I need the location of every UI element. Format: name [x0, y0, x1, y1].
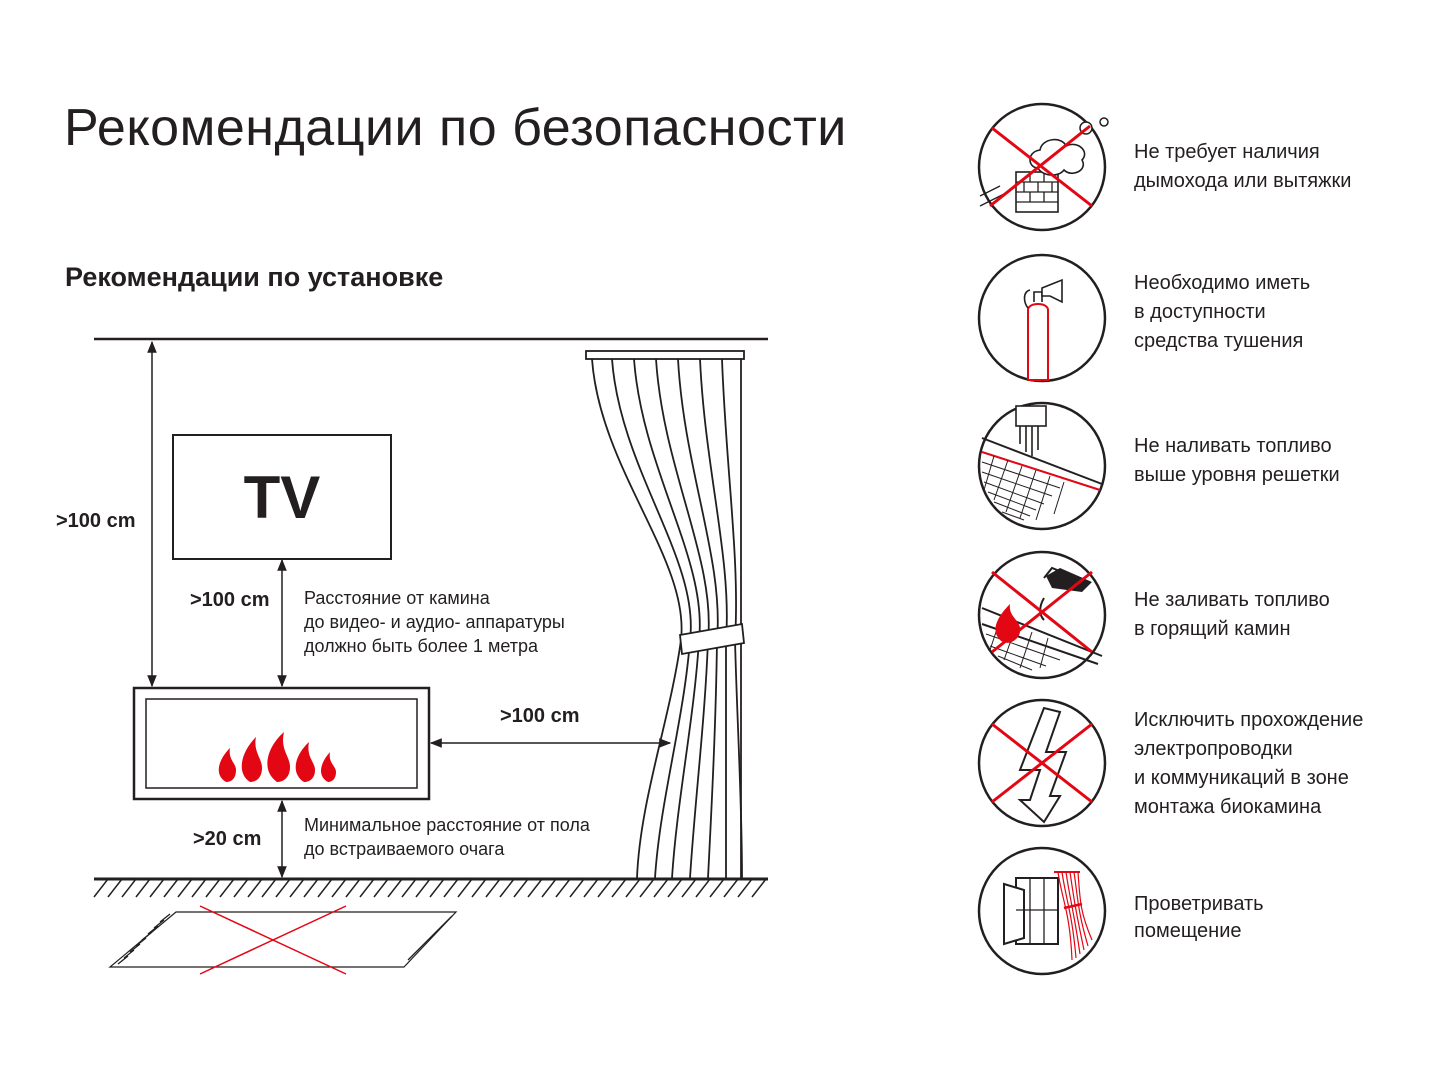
fire-extinguisher-icon: [977, 253, 1107, 383]
tv-distance-label: >100 cm: [190, 589, 270, 611]
rule-line: дымохода или вытяжки: [1134, 170, 1352, 192]
note-line: должно быть более 1 метра: [304, 636, 538, 656]
flame-icon: [218, 732, 336, 782]
rule-extinguisher-text: Необходимо иметь в доступности средства …: [1134, 269, 1310, 356]
tv-box: TV: [172, 434, 392, 560]
no-electric-wiring-icon: [977, 698, 1107, 828]
tv-distance-note: Расстояние от камина до видео- и аудио- …: [304, 586, 565, 658]
rule-line: Необходимо иметь: [1134, 272, 1311, 294]
rule-line: выше уровня решетки: [1134, 464, 1340, 486]
floor-distance-label: >20 cm: [193, 828, 262, 850]
fuel-level-icon: [977, 401, 1107, 531]
rule-line: Не требует наличия: [1134, 141, 1320, 163]
section-subtitle: Рекомендации по установке: [65, 262, 444, 292]
note-line: Минимальное расстояние от пола: [304, 815, 590, 835]
ceiling-distance-label: >100 cm: [56, 510, 136, 532]
rule-line: средства тушения: [1134, 330, 1304, 352]
rule-fuel-level-text: Не наливать топливо выше уровня решетки: [1134, 432, 1340, 490]
rule-no-chimney-text: Не требует наличия дымохода или вытяжки: [1134, 138, 1351, 196]
rule-line: монтажа биокамина: [1134, 796, 1322, 818]
rule-line: помещение: [1134, 920, 1242, 942]
ventilate-room-icon: [977, 846, 1107, 976]
note-line: до видео- и аудио- аппаратуры: [304, 612, 565, 632]
floor: [93, 877, 768, 898]
rule-line: электропроводки: [1134, 738, 1293, 760]
rule-line: Не наливать топливо: [1134, 435, 1332, 457]
tv-label: TV: [243, 463, 321, 531]
rule-line: в доступности: [1134, 301, 1266, 323]
rule-line: Не заливать топливо: [1134, 589, 1330, 611]
note-line: Расстояние от камина: [304, 588, 490, 608]
curtain: [585, 350, 745, 879]
curtain-distance-label: >100 cm: [500, 705, 580, 727]
fireplace: [132, 686, 431, 801]
floor-distance-note: Минимальное расстояние от пола до встраи…: [304, 813, 590, 861]
no-chimney-icon: [977, 102, 1109, 232]
note-line: до встраиваемого очага: [304, 839, 505, 859]
rule-no-fuel-in-fire-text: Не заливать топливо в горящий камин: [1134, 586, 1330, 644]
floor-placement-prohibited: [108, 905, 458, 975]
rule-line: Проветривать: [1134, 893, 1264, 915]
rule-ventilate-text: Проветривать помещение: [1134, 891, 1264, 945]
rule-line: Исключить прохождение: [1134, 709, 1364, 731]
rule-line: и коммуникаций в зоне: [1134, 767, 1349, 789]
page-title: Рекомендации по безопасности: [64, 99, 847, 157]
rule-line: в горящий камин: [1134, 618, 1291, 640]
rule-no-wiring-text: Исключить прохождение электропроводки и …: [1134, 706, 1363, 822]
no-fuel-in-fire-icon: [977, 550, 1107, 680]
